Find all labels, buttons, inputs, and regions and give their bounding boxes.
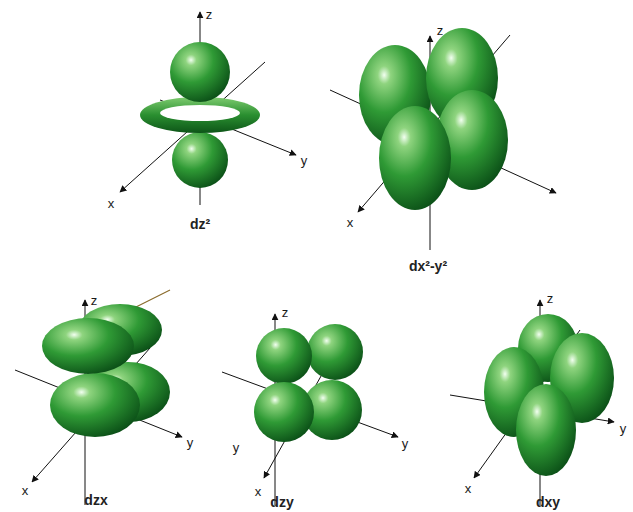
dxy-orbital bbox=[450, 300, 614, 505]
axis-label: y bbox=[231, 440, 242, 455]
axis-label: x bbox=[106, 196, 117, 211]
orbital-name: dzy bbox=[268, 494, 295, 510]
orbital-name: dx²-y² bbox=[407, 258, 449, 274]
axis-label: y bbox=[618, 421, 629, 436]
orbital-name: dxy bbox=[534, 494, 562, 510]
orbital-name: dz² bbox=[188, 216, 212, 232]
axis-label: y bbox=[299, 153, 310, 168]
axis-label: x bbox=[20, 483, 31, 498]
axis-label: z bbox=[89, 293, 100, 308]
axis-label: z bbox=[280, 305, 291, 320]
axis-label: y bbox=[400, 436, 411, 451]
axis-label: x bbox=[345, 215, 356, 230]
axis-label: z bbox=[435, 23, 446, 38]
dzy-orbital bbox=[222, 314, 398, 505]
axis-label: z bbox=[545, 291, 556, 306]
axis-label: z bbox=[204, 7, 215, 22]
dzx-orbital bbox=[15, 290, 182, 505]
orbital-name: dzx bbox=[82, 492, 109, 508]
dx2-y2-orbital bbox=[330, 28, 556, 250]
axis-label: x bbox=[463, 481, 474, 496]
axis-label: y bbox=[185, 435, 196, 450]
axis-label: x bbox=[253, 484, 264, 499]
dz2-orbital bbox=[120, 12, 296, 205]
